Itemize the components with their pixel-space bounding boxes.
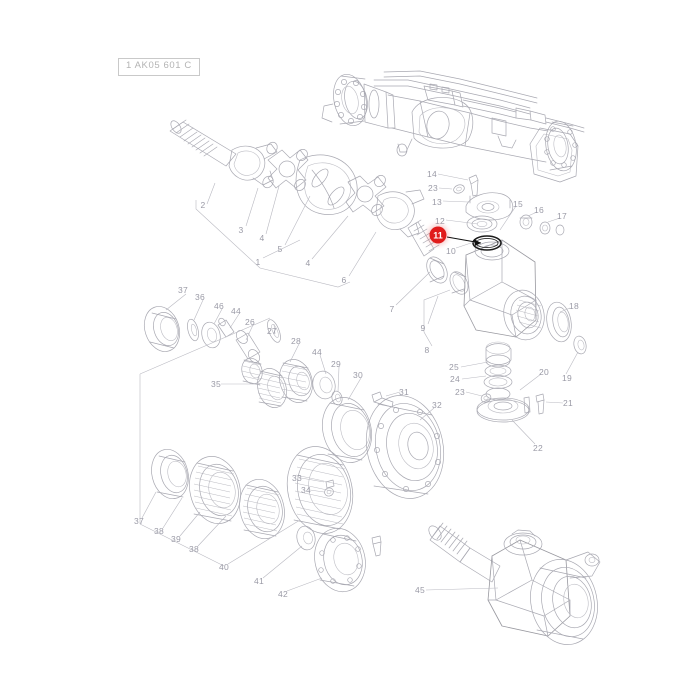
steering-knuckle-housing [453, 174, 587, 423]
highlight-leader-arrow [446, 236, 482, 246]
part-callout-31[interactable]: 31 [398, 387, 410, 397]
part-callout-3[interactable]: 3 [238, 225, 244, 235]
part-callout-1[interactable]: 1 [255, 257, 261, 267]
part-callout-44[interactable]: 44 [230, 306, 242, 316]
axle-assembly-overview [321, 70, 585, 183]
drawing-title-box: 1 AK05 601 C [118, 58, 200, 76]
part-callout-33[interactable]: 33 [291, 473, 303, 483]
part-callout-20[interactable]: 20 [538, 367, 550, 377]
part-callout-7[interactable]: 7 [389, 304, 395, 314]
part-callout-13[interactable]: 13 [431, 197, 443, 207]
part-callout-35[interactable]: 35 [210, 379, 222, 389]
wheel-hub-assembly [322, 391, 445, 499]
bearing-gear-cluster [143, 306, 343, 408]
part-callout-46[interactable]: 46 [213, 301, 225, 311]
part-callout-5[interactable]: 5 [277, 244, 283, 254]
part-callout-4[interactable]: 4 [305, 258, 311, 268]
part-callout-12[interactable]: 12 [434, 216, 446, 226]
part-callout-44[interactable]: 44 [311, 347, 323, 357]
part-callout-9[interactable]: 9 [420, 323, 426, 333]
part-callout-16[interactable]: 16 [533, 205, 545, 215]
part-callout-19[interactable]: 19 [561, 373, 573, 383]
part-callout-23[interactable]: 23 [427, 183, 439, 193]
part-callout-38[interactable]: 38 [153, 526, 165, 536]
part-callout-37[interactable]: 37 [177, 285, 189, 295]
part-callout-30[interactable]: 30 [352, 370, 364, 380]
part-callout-23[interactable]: 23 [454, 387, 466, 397]
knuckle-housing-detail [428, 522, 601, 645]
part-callout-22[interactable]: 22 [532, 443, 544, 453]
part-callout-41[interactable]: 41 [253, 576, 265, 586]
part-callout-21[interactable]: 21 [562, 398, 574, 408]
part-callout-6[interactable]: 6 [341, 275, 347, 285]
part-callout-28[interactable]: 28 [290, 336, 302, 346]
part-callout-10[interactable]: 10 [445, 246, 457, 256]
part-callout-4[interactable]: 4 [259, 233, 265, 243]
part-callout-26[interactable]: 26 [244, 317, 256, 327]
drive-shaft-assembly [169, 119, 469, 295]
part-callout-34[interactable]: 34 [300, 485, 312, 495]
leader-lines [139, 173, 579, 592]
part-callout-25[interactable]: 25 [448, 362, 460, 372]
part-callout-37[interactable]: 37 [133, 516, 145, 526]
part-callout-29[interactable]: 29 [330, 359, 342, 369]
part-callout-17[interactable]: 17 [556, 211, 568, 221]
part-callout-36[interactable]: 36 [194, 292, 206, 302]
part-callout-8[interactable]: 8 [424, 345, 430, 355]
part-callout-40[interactable]: 40 [218, 562, 230, 572]
part-callout-27[interactable]: 27 [266, 326, 278, 336]
part-callout-24[interactable]: 24 [449, 374, 461, 384]
part-callout-18[interactable]: 18 [568, 301, 580, 311]
part-callout-39[interactable]: 39 [170, 534, 182, 544]
part-callout-15[interactable]: 15 [512, 199, 524, 209]
highlighted-part-badge[interactable]: 11 [429, 226, 447, 244]
part-callout-32[interactable]: 32 [431, 400, 443, 410]
part-callout-38[interactable]: 38 [188, 544, 200, 554]
part-callout-14[interactable]: 14 [426, 169, 438, 179]
part-callout-42[interactable]: 42 [277, 589, 289, 599]
planetary-gear-cluster [151, 446, 382, 593]
part-callout-45[interactable]: 45 [414, 585, 426, 595]
part-callout-2[interactable]: 2 [200, 200, 206, 210]
